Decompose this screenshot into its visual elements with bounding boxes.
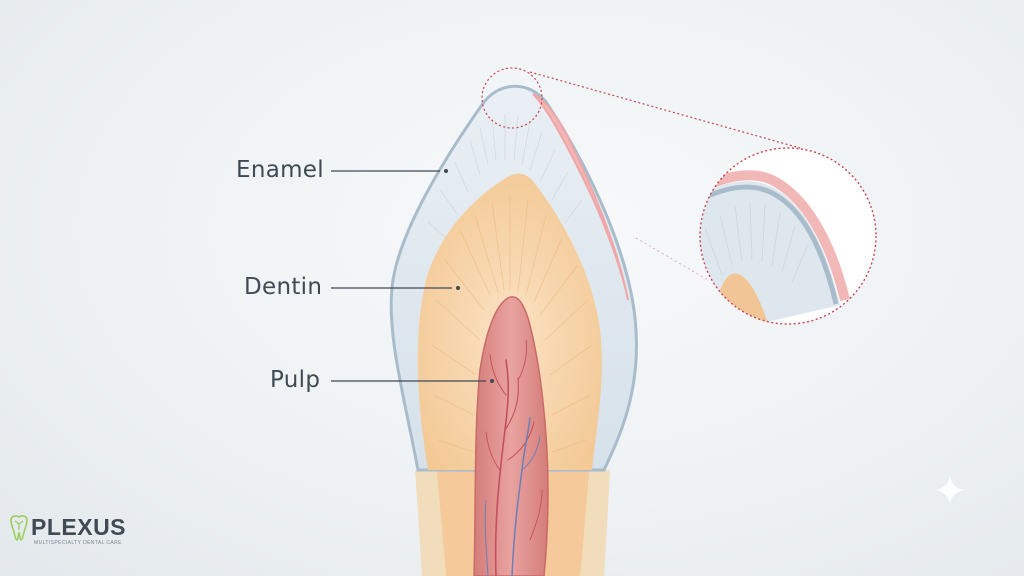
callout-source-circle	[481, 67, 543, 129]
leader-lines	[331, 169, 494, 383]
enamel-label: Enamel	[236, 157, 324, 183]
zoom-detail	[699, 147, 877, 325]
brand-name: PLEXUS	[31, 514, 127, 540]
pulp-vessels	[484, 339, 543, 576]
tooth-logo-icon	[10, 515, 28, 541]
brand-logo: PLEXUS MULTISPECIALTY DENTAL CARE	[8, 514, 126, 554]
pulp-label: Pulp	[270, 367, 321, 393]
callout-connector-top	[529, 71, 801, 149]
sparkle-icon	[934, 474, 966, 506]
callout-connector-bottom	[635, 237, 709, 281]
dentin-label: Dentin	[244, 274, 323, 300]
enamel-striations	[427, 114, 583, 241]
dentin-tubules	[431, 196, 593, 453]
enamel-surface-highlight	[532, 93, 629, 301]
brand-tagline: MULTISPECIALTY DENTAL CARE	[34, 540, 122, 546]
